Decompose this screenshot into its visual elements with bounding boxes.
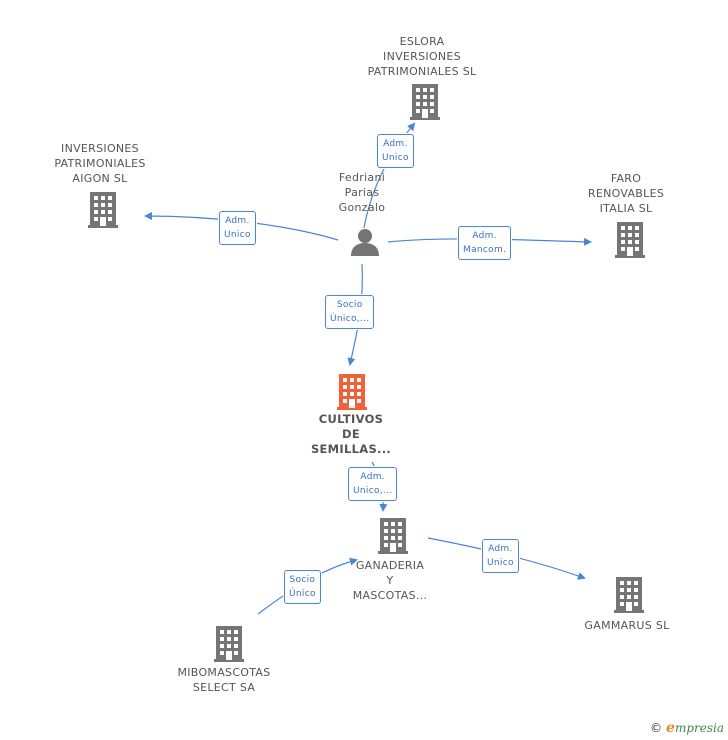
node-label-mibomascotas: MIBOMASCOTAS SELECT SA bbox=[164, 665, 284, 695]
node-label-line: GAMMARUS SL bbox=[584, 619, 670, 632]
node-label-line: INVERSIONES bbox=[61, 142, 139, 155]
node-label-line: Parias bbox=[344, 186, 380, 199]
edge-badge-to-cultivos[interactable]: Socio Único,... bbox=[325, 295, 375, 329]
node-label-line: RENOVABLES bbox=[587, 187, 665, 200]
node-label-line: ITALIA SL bbox=[599, 202, 653, 215]
copyright-symbol: © bbox=[650, 721, 663, 735]
edge-badge-line: Socio bbox=[289, 575, 316, 585]
node-label-eslora: ESLORA INVERSIONES PATRIMONIALES SL bbox=[352, 34, 492, 79]
node-label-aigon: INVERSIONES PATRIMONIALES AIGON SL bbox=[40, 141, 160, 186]
node-label-line: FARO bbox=[610, 172, 642, 185]
node-label-line: Fedriani bbox=[338, 171, 386, 184]
brand-logo-initial: e bbox=[666, 720, 675, 736]
node-label-ganaderia: GANADERIA Y MASCOTAS... bbox=[340, 558, 440, 603]
node-label-line: Gonzalo bbox=[338, 201, 386, 214]
edge-badge-line: Adm. bbox=[360, 472, 385, 482]
edge-badge-line: Único,... bbox=[330, 314, 370, 324]
brand-logo-text: mpresia bbox=[674, 721, 724, 735]
edge-badge-to-ganaderia[interactable]: Adm. Unico,... bbox=[348, 467, 398, 501]
node-label-line: AIGON SL bbox=[72, 172, 128, 185]
main-building-icon[interactable] bbox=[337, 374, 367, 410]
node-label-line: ESLORA bbox=[399, 35, 445, 48]
edge-badge-to-eslora[interactable]: Adm. Unico bbox=[377, 134, 414, 168]
edge-badge-line: Socio bbox=[336, 300, 363, 310]
node-label-line: SEMILLAS... bbox=[310, 442, 392, 456]
node-label-person: Fedriani Parias Gonzalo bbox=[322, 170, 402, 215]
building-icon[interactable] bbox=[214, 626, 244, 662]
building-icon[interactable] bbox=[378, 518, 408, 554]
node-label-line: GANADERIA bbox=[355, 559, 425, 572]
person-icon[interactable] bbox=[350, 228, 380, 256]
edge-badge-line: Mancom. bbox=[463, 245, 507, 255]
edge-badge-line: Unico bbox=[487, 558, 514, 568]
edge-badge-to-aigon[interactable]: Adm. Unico bbox=[219, 211, 256, 245]
node-label-line: PATRIMONIALES SL bbox=[367, 65, 477, 78]
copyright-footer: ©empresia bbox=[650, 720, 724, 736]
building-icon[interactable] bbox=[614, 577, 644, 613]
building-icon[interactable] bbox=[88, 192, 118, 228]
node-label-cultivos: CULTIVOS DE SEMILLAS... bbox=[296, 412, 406, 457]
node-label-faro: FARO RENOVABLES ITALIA SL bbox=[570, 171, 682, 216]
node-label-line: CULTIVOS bbox=[318, 412, 384, 426]
edge-badge-line: Único bbox=[289, 589, 316, 599]
edge-badge-line: Unico bbox=[224, 230, 251, 240]
building-icon[interactable] bbox=[410, 84, 440, 120]
edge-badge-line: Adm. bbox=[383, 139, 408, 149]
edge-badge-line: Adm. bbox=[488, 544, 513, 554]
node-label-line: MIBOMASCOTAS bbox=[177, 666, 271, 679]
node-label-line: MASCOTAS... bbox=[352, 589, 428, 602]
node-label-line: SELECT SA bbox=[192, 681, 256, 694]
edge-person-to-eslora bbox=[363, 122, 416, 229]
edge-badge-to-faro[interactable]: Adm. Mancom. bbox=[458, 226, 512, 260]
edge-badge-line: Unico,... bbox=[353, 486, 393, 496]
building-icon[interactable] bbox=[615, 222, 645, 258]
node-label-line: Y bbox=[386, 574, 394, 587]
edge-badge-line: Unico bbox=[382, 153, 409, 163]
node-label-gammarus: GAMMARUS SL bbox=[572, 618, 682, 633]
node-label-line: INVERSIONES bbox=[383, 50, 461, 63]
edge-badge-line: Adm. bbox=[225, 216, 250, 226]
edge-badge-to-gammarus[interactable]: Adm. Unico bbox=[482, 539, 519, 573]
edge-badge-mibo-to-ganaderia[interactable]: Socio Único bbox=[284, 570, 321, 604]
node-label-line: PATRIMONIALES bbox=[54, 157, 146, 170]
node-label-line: DE bbox=[341, 427, 360, 441]
edge-badge-line: Adm. bbox=[472, 231, 497, 241]
